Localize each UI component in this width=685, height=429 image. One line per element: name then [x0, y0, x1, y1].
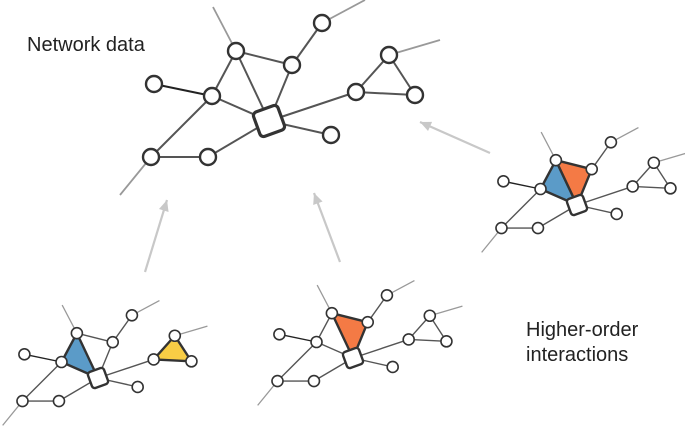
node — [346, 82, 366, 102]
node — [307, 374, 321, 388]
arrow-head-icon — [313, 193, 323, 206]
node — [402, 333, 415, 346]
hub-node — [565, 193, 589, 217]
node — [185, 355, 198, 368]
edge — [150, 95, 213, 158]
node — [198, 147, 218, 167]
node — [549, 153, 563, 167]
higher-order-label: Higher-order interactions — [526, 318, 638, 368]
node — [495, 221, 508, 235]
edge — [576, 185, 633, 206]
hyperedge-orange — [554, 158, 593, 207]
node — [282, 55, 302, 75]
node — [325, 306, 339, 320]
node — [52, 394, 66, 408]
node — [147, 353, 160, 366]
node — [585, 162, 599, 176]
node — [321, 125, 341, 145]
node — [144, 74, 164, 94]
panel-higher-order-right — [481, 127, 685, 253]
node — [423, 309, 437, 323]
edge — [500, 188, 542, 229]
node — [312, 13, 332, 33]
edge — [279, 333, 317, 343]
arrow — [312, 192, 342, 263]
higher-order-line1: Higher-order — [526, 319, 639, 341]
network-data-label: Network data — [27, 34, 145, 56]
node — [273, 328, 286, 341]
node — [604, 135, 618, 149]
node — [70, 326, 84, 340]
arrow — [419, 120, 491, 155]
node — [379, 45, 399, 65]
node — [405, 85, 425, 105]
edge — [97, 358, 154, 379]
node — [497, 175, 510, 188]
panel-higher-order-left — [2, 300, 208, 426]
edge — [153, 83, 213, 97]
node — [202, 86, 222, 106]
edge — [268, 91, 357, 122]
hyperedge-orange — [330, 312, 369, 360]
edge — [21, 361, 63, 402]
hub-node — [86, 366, 110, 390]
panel-higher-order-middle — [257, 280, 463, 406]
node — [106, 335, 120, 349]
node — [361, 315, 375, 329]
node — [386, 360, 399, 374]
edge — [276, 341, 318, 382]
node — [647, 156, 661, 170]
node — [16, 394, 29, 408]
node — [55, 355, 68, 369]
node — [626, 180, 639, 193]
higher-order-line2: interactions — [526, 344, 629, 366]
hyperedge-yellow — [152, 334, 193, 363]
node — [141, 147, 161, 167]
node — [226, 41, 246, 61]
node — [610, 207, 623, 221]
node — [534, 182, 547, 196]
edge — [235, 50, 293, 66]
hyperedge-blue — [60, 332, 100, 380]
arrow-head-icon — [420, 121, 433, 132]
edge — [503, 180, 541, 190]
node — [310, 335, 323, 349]
node — [664, 182, 677, 195]
node — [380, 288, 394, 302]
node — [440, 335, 453, 348]
arrow-head-icon — [159, 200, 169, 212]
arrow — [143, 199, 169, 273]
edge — [355, 91, 416, 96]
edge — [408, 338, 447, 343]
node — [271, 374, 284, 388]
edge — [24, 353, 62, 363]
edge — [632, 185, 671, 190]
node — [168, 329, 182, 343]
node — [18, 348, 31, 361]
hub-node — [251, 103, 287, 139]
hub-node — [341, 346, 365, 370]
node — [531, 221, 545, 235]
panel-network-data — [119, 0, 441, 196]
node — [131, 380, 144, 394]
node — [125, 308, 139, 322]
edge — [352, 338, 409, 359]
